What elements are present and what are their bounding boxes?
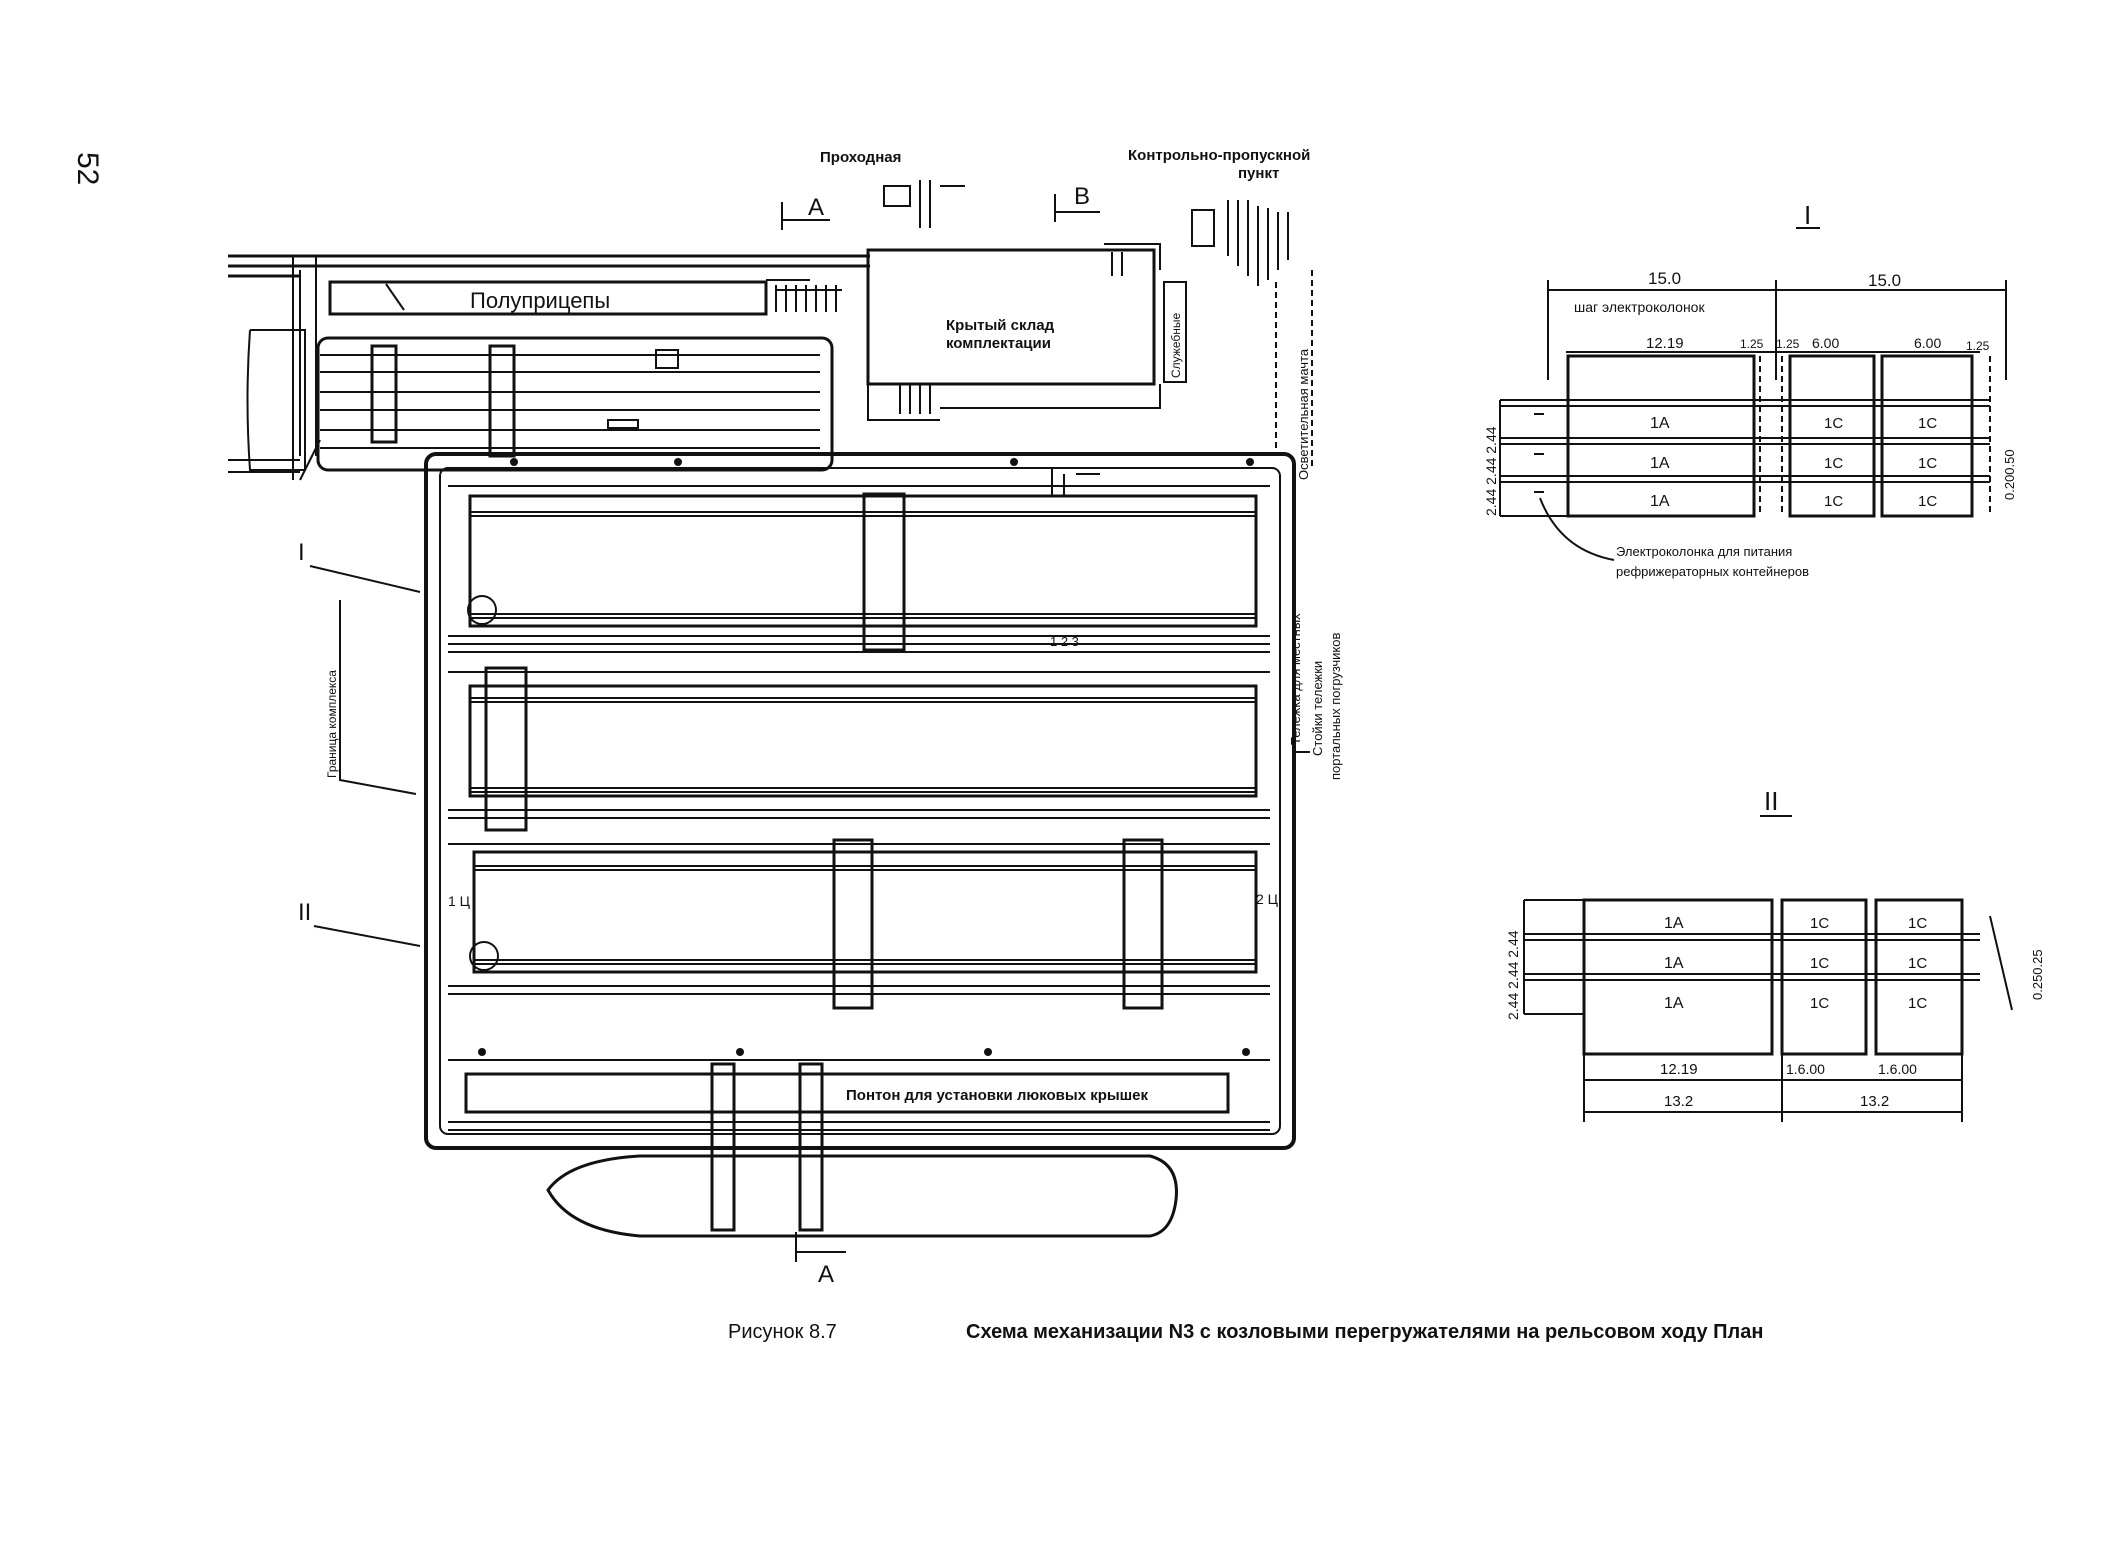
figure-caption: Схема механизации N3 с козловыми перегру… [966, 1321, 1763, 1343]
detail-II-row-2: 1А [1664, 955, 1684, 972]
column-markers [478, 458, 1254, 1056]
detail-I-cell-2: 1С [1918, 415, 1937, 432]
label-kpp-line2: пункт [1238, 165, 1279, 182]
mark-right: 2 Ц [1256, 891, 1279, 907]
detail-I-cell-6: 1С [1918, 493, 1937, 510]
label-warehouse-line1: Крытый склад [946, 317, 1055, 334]
section-mark-b-top: В [1054, 183, 1100, 222]
label-pontoon: Понтон для установки люковых крышек [846, 1087, 1149, 1104]
label-right-vert-line2: портальных погрузчиков [1328, 633, 1343, 780]
detail-I-cell-4: 1С [1918, 455, 1937, 472]
detail-II-cell-3: 1С [1810, 955, 1829, 972]
detail-I-row-3: 1А [1650, 493, 1670, 510]
label-kpp-line1: Контрольно-пропускной [1128, 147, 1310, 164]
detail-II-cell-6: 1С [1908, 995, 1927, 1012]
detail-I-note-2: рефрижераторных контейнеров [1616, 564, 1809, 579]
figure-number: Рисунок 8.7 [728, 1321, 837, 1343]
stack-block-3: 1 Ц 2 Ц [448, 838, 1279, 1010]
label-prokhodnaya: Проходная [820, 149, 901, 166]
detail-II: II 1А 1А 1А 1С 1С 1С 1С 1С 1С 12.19 1.6.… [1505, 786, 2045, 1122]
detail-II-row-3: 1А [1664, 995, 1684, 1012]
detail-II-cell-4: 1С [1908, 955, 1927, 972]
page-number: 52 [71, 152, 104, 185]
detail-II-dim-132a: 13.2 [1664, 1093, 1693, 1110]
detail-I-step-label: шаг электроколонок [1574, 299, 1705, 315]
svg-text:А: А [818, 1261, 834, 1288]
mark-left: 1 Ц [448, 893, 471, 909]
callout-II: II [298, 899, 311, 926]
detail-I-row-1: 1А [1650, 415, 1670, 432]
detail-II-cell-2: 1С [1908, 915, 1927, 932]
svg-text:В: В [1074, 183, 1090, 210]
detail-I-title: I [1804, 200, 1811, 230]
label-service-vert: Служебные [1169, 313, 1183, 378]
detail-I-note-1: Электроколонка для питания [1616, 544, 1792, 559]
detail-I-dim-125b: 1.25 [1776, 337, 1800, 351]
service-building [1163, 281, 1187, 383]
semitrailer-parking [328, 280, 768, 316]
ship-hull [546, 1154, 1178, 1238]
detail-II-dim-1219: 12.19 [1660, 1061, 1698, 1078]
detail-II-row-1: 1А [1664, 915, 1684, 932]
detail-I-dim-600b: 6.00 [1914, 335, 1941, 351]
label-left-vert: Граница комплекса [325, 670, 339, 778]
detail-I-dim-125a: 1.25 [1740, 337, 1764, 351]
label-warehouse-line2: комплектации [946, 335, 1051, 352]
stack-block-1 [448, 485, 1270, 653]
detail-II-dim-600b: 1.6.00 [1878, 1061, 1917, 1077]
detail-I-right-dim: 0.200.50 [2002, 449, 2017, 500]
detail-I-side-dims: 2.44 2.44 2.44 [1483, 426, 1499, 516]
kpp-building [1191, 209, 1215, 247]
terminal-outline [424, 452, 1296, 1150]
detail-II-cell-1: 1С [1810, 915, 1829, 932]
detail-II-dim-132b: 13.2 [1860, 1093, 1889, 1110]
stack-block-2 [448, 666, 1270, 832]
detail-I-dim-1219: 12.19 [1646, 335, 1684, 352]
detail-I-cell-3: 1С [1824, 455, 1843, 472]
detail-I-cell-1: 1С [1824, 415, 1843, 432]
mark-mid: 1 2 3 [1050, 634, 1079, 649]
label-lighting-mast: Осветительная мачта [1296, 348, 1311, 480]
detail-I: I 15.0 15.0 шаг электроколонок 12.19 1.2… [1483, 200, 2017, 579]
callout-I: I [298, 539, 305, 566]
detail-I-dim-left: 15.0 [1648, 269, 1681, 288]
section-mark-a-bottom: А [795, 1232, 846, 1288]
detail-II-side-dims: 2.44 2.44 2.44 [1505, 930, 1521, 1020]
left-yard [316, 336, 834, 472]
svg-text:А: А [808, 194, 824, 221]
detail-II-dim-600a: 1.6.00 [1786, 1061, 1825, 1077]
detail-II-title: II [1764, 786, 1778, 816]
covered-warehouse [866, 248, 1156, 386]
label-right-vert-line1: Стойки тележки [1310, 661, 1325, 756]
section-mark-a-top: А [781, 194, 830, 230]
detail-I-dim-600a: 6.00 [1812, 335, 1839, 351]
prokhodnaya-building [883, 185, 911, 207]
detail-II-cell-5: 1С [1810, 995, 1829, 1012]
detail-I-row-2: 1А [1650, 455, 1670, 472]
detail-I-cell-5: 1С [1824, 493, 1843, 510]
detail-I-dim-125c: 1.25 [1966, 339, 1990, 353]
label-semitrailers: Полуприцепы [470, 288, 610, 313]
detail-II-right-dim: 0.250.25 [2030, 949, 2045, 1000]
site-plan: Проходная Контрольно-пропускной пункт А … [228, 147, 1343, 1288]
detail-I-dim-right: 15.0 [1868, 271, 1901, 290]
pontoon-area: Понтон для установки люковых крышек [448, 1059, 1270, 1131]
